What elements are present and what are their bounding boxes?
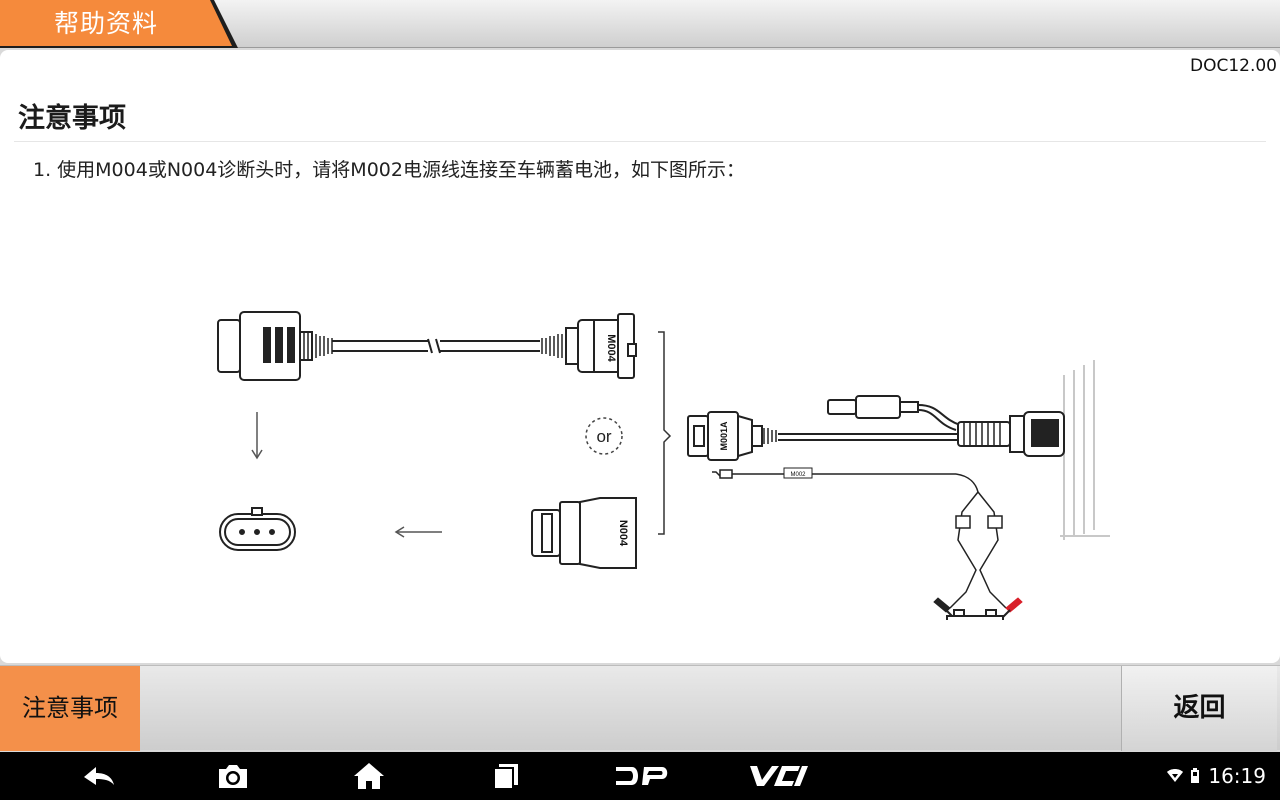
option-bracket (658, 331, 672, 535)
status-area: 16:19 (1166, 752, 1266, 800)
battery-icon (1191, 768, 1200, 783)
document-code: DOC12.00 (1189, 56, 1277, 76)
instruction-text: 1. 使用M004或N004诊断头时，请将M002电源线连接至车辆蓄电池，如下图… (33, 159, 745, 181)
main-cable (687, 395, 1065, 619)
title-bar: 帮助资料 (0, 0, 1280, 48)
connection-diagram: M004 (217, 311, 1110, 620)
wifi-icon (1167, 769, 1184, 782)
or-label: or (596, 427, 611, 446)
battery-icon (946, 609, 1004, 620)
n004-adapter (531, 497, 637, 569)
m004-label: M004 (605, 334, 617, 362)
three-pin-socket (219, 507, 296, 551)
m001a-label: M001A (719, 421, 729, 451)
left-arrow-icon (394, 526, 442, 538)
or-badge: or (585, 417, 623, 455)
back-button[interactable]: 返回 (1121, 666, 1277, 751)
n004-label: N004 (617, 520, 629, 547)
vehicle-panel (1060, 360, 1110, 540)
title-divider (14, 141, 1266, 142)
system-nav-bar: 16:19 (0, 752, 1280, 800)
m004-cable (217, 311, 637, 381)
m002-label: M002 (790, 472, 806, 478)
tab-notice[interactable]: 注意事项 (0, 666, 140, 751)
action-bar: 注意事项 返回 (0, 665, 1280, 751)
camera-icon[interactable] (198, 752, 268, 800)
document-panel: DOC12.00 注意事项 1. 使用M004或N004诊断头时，请将M002电… (0, 50, 1280, 663)
page-title: 帮助资料 (53, 9, 158, 38)
down-arrow-icon (251, 412, 263, 460)
title-tab: 帮助资料 (0, 0, 240, 48)
back-icon[interactable] (64, 752, 134, 800)
home-icon[interactable] (334, 752, 404, 800)
title-tab-shape (0, 0, 238, 48)
recent-apps-icon[interactable] (471, 752, 541, 800)
section-title: 注意事项 (18, 103, 126, 134)
vci-icon[interactable] (742, 752, 814, 800)
status-clock: 16:19 (1208, 764, 1266, 788)
dp-icon[interactable] (605, 752, 677, 800)
